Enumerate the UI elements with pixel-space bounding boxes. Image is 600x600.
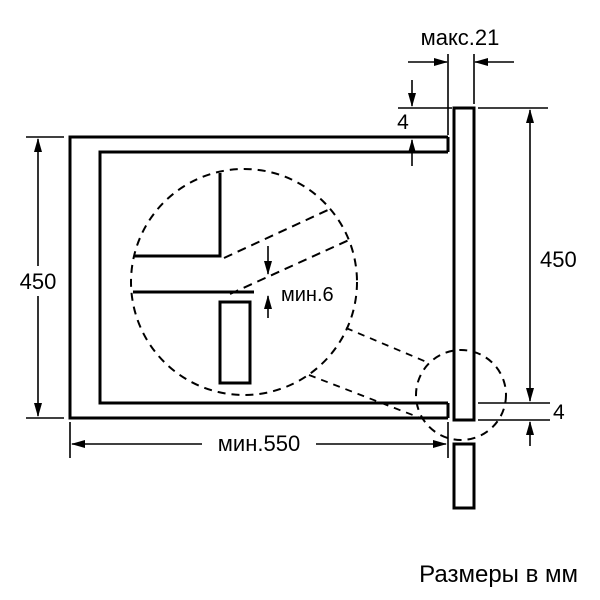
extension-lines (26, 54, 550, 458)
appliance-front (452, 106, 476, 510)
detail-door-edge (218, 300, 252, 385)
label-max-gap-top: макс.21 (421, 25, 500, 50)
leader-line-1 (345, 327, 430, 364)
detail-body-dashed-1 (223, 208, 331, 259)
detail-wall-corner (134, 173, 222, 258)
bg-left450 (14, 266, 62, 296)
detail-circle-large (130, 168, 358, 396)
appliance-front-lower (452, 442, 476, 510)
detail-circle-small (415, 349, 507, 441)
bg-min6 (278, 284, 338, 306)
detail-body-dashed-2 (229, 239, 350, 295)
label-overlap-top: 4 (397, 111, 409, 134)
niche-cross-section (68, 135, 450, 420)
bg-bottom550 (202, 430, 316, 458)
label-niche-height: 450 (20, 269, 57, 294)
label-backgrounds (14, 266, 338, 458)
label-overlap-bottom: 4 (553, 401, 565, 424)
label-detail-min-gap: мин.6 (281, 284, 334, 306)
appliance-front-upper (452, 106, 476, 422)
niche-outer-wall (68, 135, 448, 420)
niche-inner-wall (98, 150, 448, 405)
leader-line-2 (308, 374, 424, 420)
dimension-labels: макс.21 4 450 450 мин.550 4 мин.6 Размер… (20, 25, 578, 588)
footer-units-note: Размеры в мм (419, 561, 578, 588)
label-front-height: 450 (540, 247, 577, 272)
detail-view (130, 168, 507, 441)
label-niche-width-min: мин.550 (218, 431, 300, 456)
